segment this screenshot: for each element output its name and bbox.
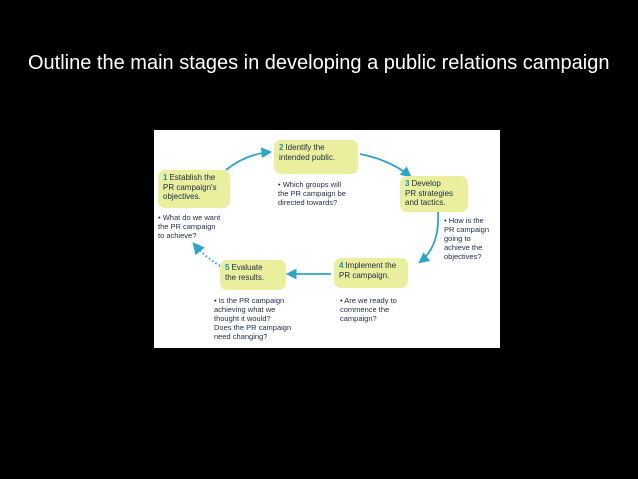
stage-5-label: Evaluate the results. (225, 263, 265, 282)
stage-3-question: • How is the PR campaign going to achiev… (444, 216, 490, 261)
stage-1-number: 1 (163, 173, 168, 182)
stage-1-label: Establish the PR campaign's objectives. (163, 173, 217, 201)
arrow-stage1-to-stage2 (225, 147, 273, 171)
arrow-stage3-to-stage4 (418, 211, 440, 264)
stage-2-label: Identify the intended public. (279, 143, 336, 162)
stage-4-question: • Are we ready to commence the campaign? (340, 296, 397, 323)
arrow-stage5-to-stage1 (192, 242, 221, 267)
stage-4-number: 4 (339, 261, 344, 270)
arrow-stage2-to-stage3 (359, 153, 412, 178)
stage-5-number: 5 (225, 263, 230, 272)
stage-2-number: 2 (279, 143, 284, 152)
stage-3-label: Develop PR strategies and tactics. (405, 179, 454, 207)
stage-1-question: • What do we want the PR campaign to ach… (158, 213, 221, 240)
stage-5-question: • Is the PR campaign achieving what we t… (214, 296, 292, 341)
stage-3-number: 3 (405, 179, 410, 188)
slide-title: Outline the main stages in developing a … (28, 52, 610, 74)
stage-4-label: Implement the PR campaign. (339, 261, 397, 280)
stage-2-question: • Which groups will the PR campaign be d… (278, 180, 346, 207)
cycle-arrows (192, 147, 440, 280)
